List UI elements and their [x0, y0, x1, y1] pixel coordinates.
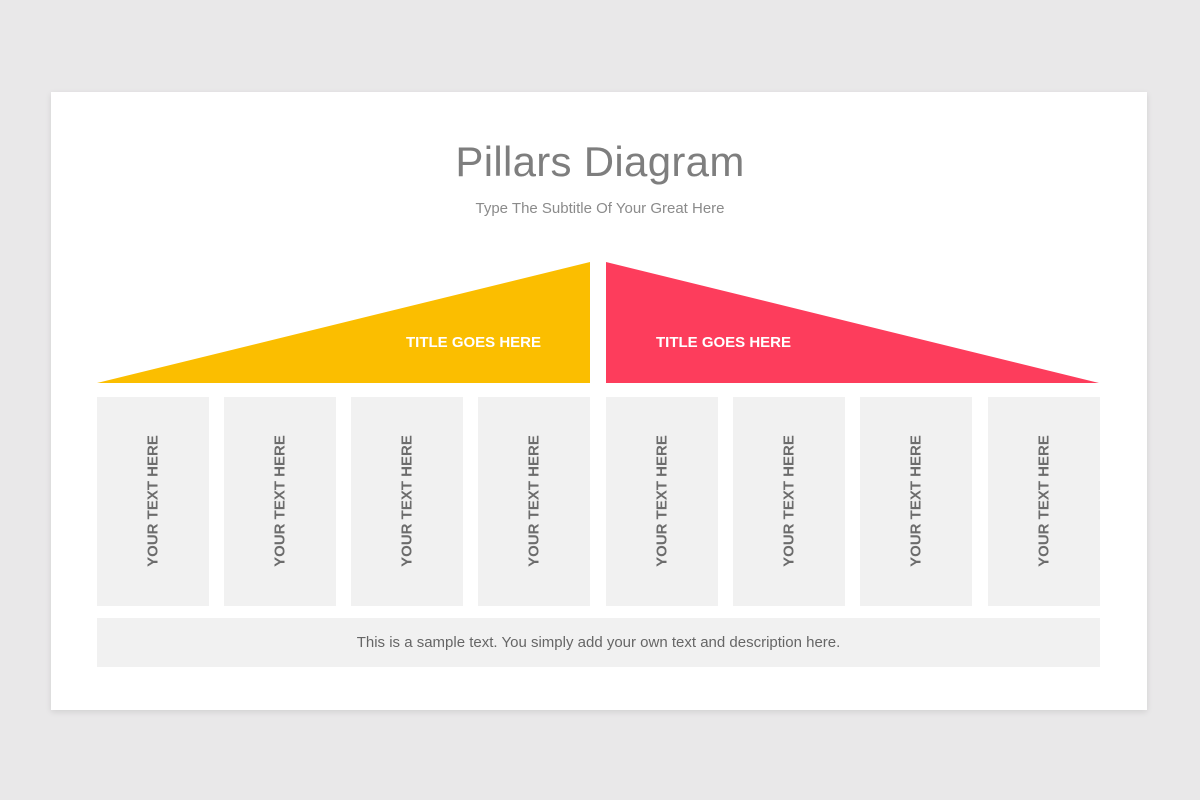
pillar-4-text: YOUR TEXT HERE	[525, 435, 543, 567]
base-description: This is a sample text. You simply add yo…	[97, 618, 1100, 667]
pillar-1-text: YOUR TEXT HERE	[144, 435, 162, 567]
pillar-6: YOUR TEXT HERE	[733, 397, 845, 606]
pillar-2-text: YOUR TEXT HERE	[271, 435, 289, 567]
pillar-4: YOUR TEXT HERE	[478, 397, 590, 606]
pillar-6-text: YOUR TEXT HERE	[780, 435, 798, 567]
pillar-3: YOUR TEXT HERE	[351, 397, 463, 606]
slide-subtitle: Type The Subtitle Of Your Great Here	[475, 200, 725, 217]
pillar-5: YOUR TEXT HERE	[606, 397, 718, 606]
pillar-1: YOUR TEXT HERE	[97, 397, 209, 606]
roof-right-title: TITLE GOES HERE	[656, 334, 792, 351]
pillar-2: YOUR TEXT HERE	[224, 397, 336, 606]
roof-left-title: TITLE GOES HERE	[406, 334, 542, 351]
pillar-7: YOUR TEXT HERE	[860, 397, 972, 606]
pillar-5-text: YOUR TEXT HERE	[653, 435, 671, 567]
pillar-8: YOUR TEXT HERE	[988, 397, 1100, 606]
pillar-3-text: YOUR TEXT HERE	[398, 435, 416, 567]
slide-title: Pillars Diagram	[455, 138, 745, 185]
pillar-8-text: YOUR TEXT HERE	[1035, 435, 1053, 567]
pillar-7-text: YOUR TEXT HERE	[907, 435, 925, 567]
